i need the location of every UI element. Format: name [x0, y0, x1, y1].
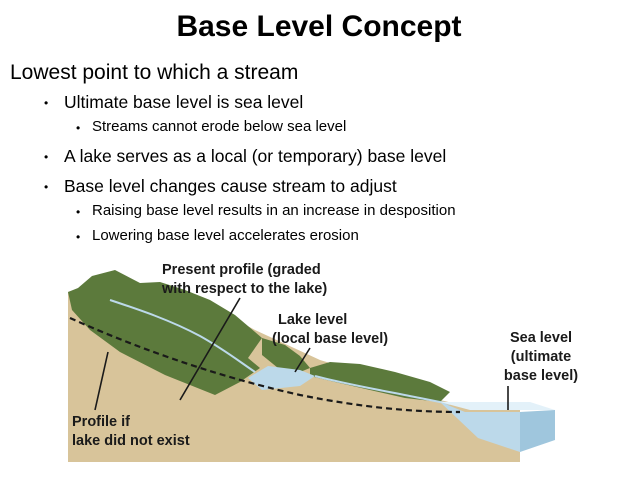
label-present-profile-line-2: with respect to the lake) — [161, 281, 327, 297]
label-lake-level-line-1: Lake level — [278, 312, 347, 328]
label-sea-level-line-1: Sea level — [510, 330, 572, 346]
label-profile-if-line-1: Profile if — [72, 414, 130, 430]
label-lake-level-line-2: (local base level) — [272, 331, 388, 347]
sea-side — [520, 410, 555, 452]
label-sea-level-line-3: base level) — [504, 368, 578, 384]
label-profile-if-line-2: lake did not exist — [72, 433, 190, 449]
label-sea-level-line-2: (ultimate — [511, 349, 571, 365]
label-present-profile-line-1: Present profile (graded — [162, 262, 321, 278]
